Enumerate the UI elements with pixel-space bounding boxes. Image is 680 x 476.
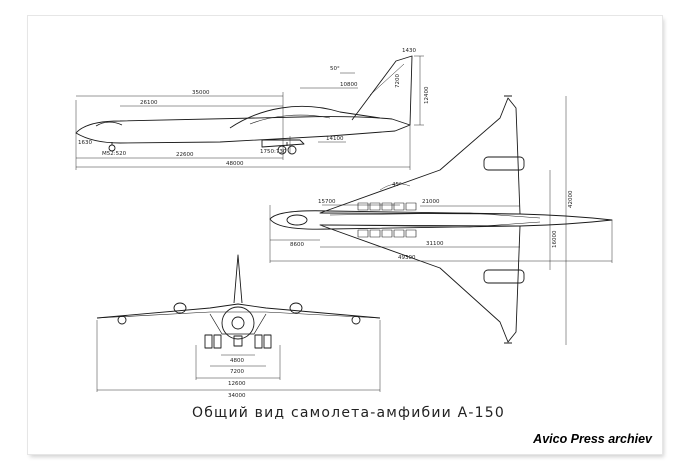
dim-label: 12600 <box>228 381 246 387</box>
front-wing <box>96 303 381 319</box>
side-gear-main-1 <box>277 145 287 155</box>
dim-label: 7200 <box>395 74 401 88</box>
dim-label: 22600 <box>176 152 194 158</box>
drawing-caption: Общий вид самолета-амфибии А-150 <box>192 405 505 421</box>
dim-label: 21000 <box>422 199 440 205</box>
top-view <box>269 95 613 345</box>
top-wing-lower <box>319 224 521 343</box>
dim-label: 49300 <box>398 255 416 261</box>
dim-label: 34000 <box>228 393 246 399</box>
top-engine-upper <box>483 156 525 171</box>
dim-label: 42000 <box>568 190 574 208</box>
source-credit: Avico Press archiev <box>533 432 652 446</box>
side-wing <box>229 106 381 129</box>
side-view <box>75 55 424 170</box>
dim-label: 12400 <box>424 86 430 104</box>
front-landing-gear <box>204 334 272 349</box>
dim-label: 31100 <box>426 241 444 247</box>
dim-label: 35000 <box>192 90 210 96</box>
dim-label: 8600 <box>290 242 304 248</box>
dim-label: 1430 <box>402 48 416 54</box>
top-view-labels: 15700 21000 8600 31100 49300 42000 16000… <box>290 182 574 261</box>
dim-label: 15700 <box>318 199 336 205</box>
top-wing-upper <box>319 97 521 215</box>
dim-label: 7200 <box>230 369 244 375</box>
dim-label: 48000 <box>226 161 244 167</box>
top-canopy <box>286 214 308 226</box>
dim-label: 26100 <box>140 100 158 106</box>
top-weapon-bays <box>357 202 417 238</box>
front-view-labels: 4800 7200 12600 34000 <box>228 358 246 399</box>
dim-label: 1630 <box>78 140 92 146</box>
front-tail-fin <box>233 254 243 304</box>
front-float-left <box>117 315 127 325</box>
front-fuselage <box>221 306 255 340</box>
dim-label: 4800 <box>230 358 244 364</box>
dim-label: 14100 <box>326 136 344 142</box>
dim-label: 16000 <box>552 230 558 248</box>
side-view-labels: 35000 26100 10800 7200 12400 1630 1430 М… <box>78 48 430 167</box>
angle-label: 50° <box>330 66 340 72</box>
side-engine-pod <box>261 139 305 148</box>
dim-label: М52:520 <box>102 151 127 157</box>
front-view <box>96 254 381 392</box>
side-fuselage <box>75 116 411 144</box>
top-engine-lower <box>483 269 525 284</box>
drawing-frame <box>28 16 662 454</box>
side-tail-fin <box>351 55 413 126</box>
angle-label: 45° <box>392 182 402 188</box>
side-gear-main-2 <box>287 145 297 155</box>
front-float-right <box>351 315 361 325</box>
dim-label: 10800 <box>340 82 358 88</box>
dim-label: 1750:730 <box>260 149 287 155</box>
